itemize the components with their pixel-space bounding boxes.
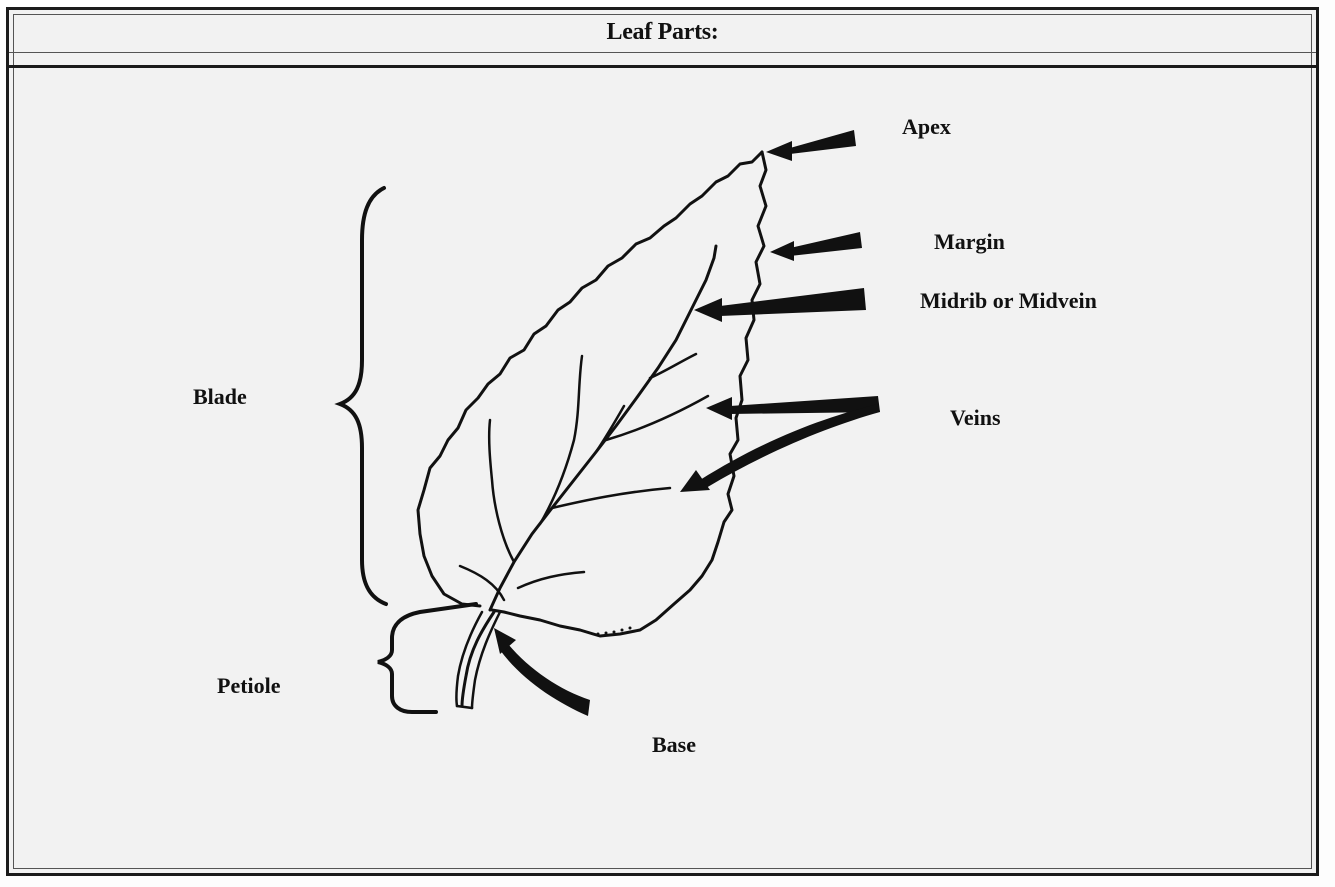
label-midrib: Midrib or Midvein	[920, 288, 1097, 313]
label-base: Base	[652, 732, 696, 757]
label-blade: Blade	[193, 384, 247, 409]
label-veins: Veins	[950, 405, 1001, 430]
base-arrow	[494, 628, 590, 716]
label-petiole: Petiole	[217, 673, 281, 698]
blade-brace	[340, 188, 386, 604]
leaf-outline	[418, 152, 766, 636]
midrib-vein	[490, 246, 716, 610]
label-apex: Apex	[902, 114, 951, 139]
midrib-arrow	[694, 288, 866, 322]
apex-arrow	[766, 130, 856, 161]
veins-arrow-lower	[680, 404, 880, 492]
petiole-stem	[456, 612, 500, 708]
lateral-veins	[460, 354, 708, 600]
margin-arrow	[770, 232, 862, 261]
label-margin: Margin	[934, 229, 1005, 254]
